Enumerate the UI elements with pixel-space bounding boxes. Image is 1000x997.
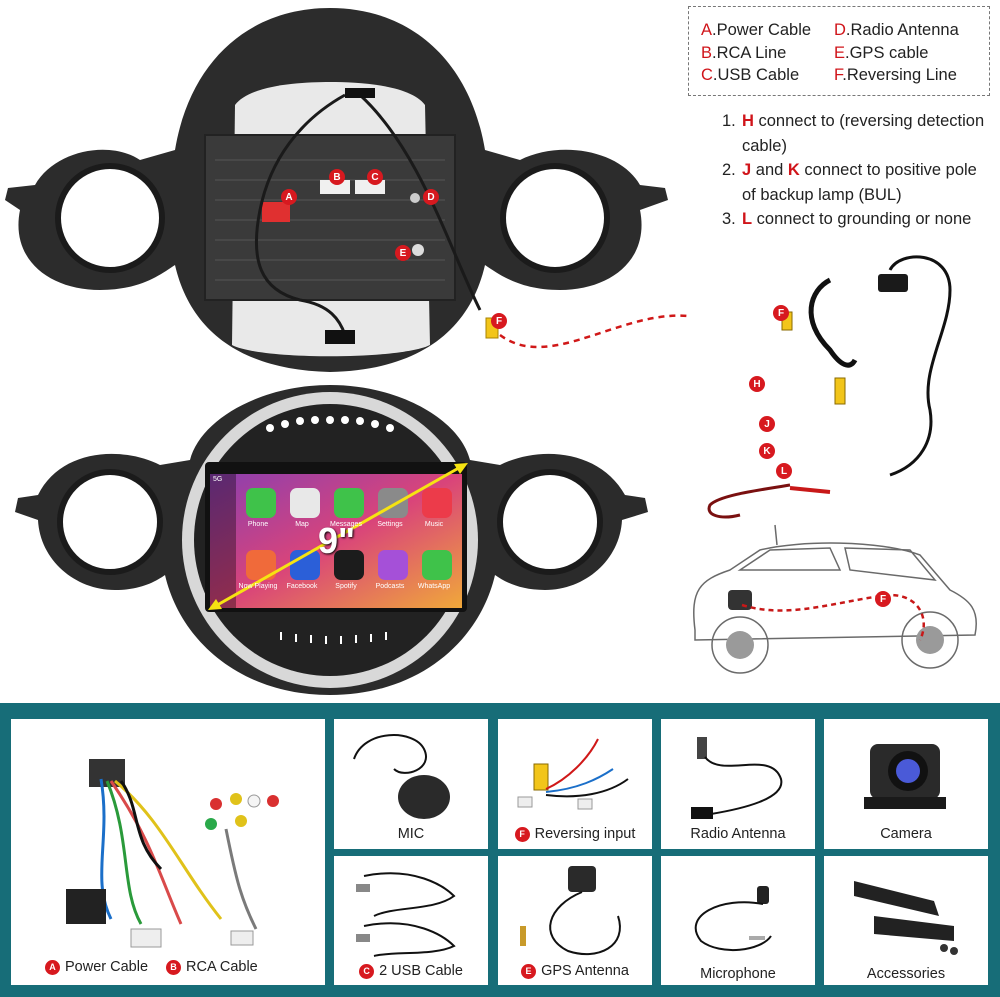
label-camera: Camera [880,826,932,842]
badge-gps: E [521,963,537,979]
card-camera: Camera [824,719,988,849]
badge-usb: C [359,963,375,979]
microphone-image [694,886,772,952]
front-left-gauge-hole [60,472,160,572]
badge-power: A [45,959,60,975]
carplay-sidebar [210,474,236,608]
brackets-image [854,881,958,955]
badge-l: L [776,463,792,479]
wiring-notes: 1. H connect to (reversing detection cab… [722,109,992,232]
app-icons-row1 [246,488,452,518]
badge-reversing: F [514,826,530,842]
badge-d: D [423,189,439,205]
badge-car-f: F [875,591,891,607]
app-map: Map [295,521,309,528]
label-usb-cable: C 2 USB Cable [334,963,488,979]
antenna-port [410,193,420,203]
unit-chassis [204,134,456,301]
app-music: Music [424,521,444,528]
card-radio-antenna: Radio Antenna [661,719,815,849]
badge-k: K [759,443,775,459]
gps-antenna-image [520,866,621,956]
head-unit-illustration [5,8,690,695]
app-spotify: Spotify [335,583,357,590]
legend-column-right: D.Radio Antenna E.GPS cable F.Reversing … [834,19,959,87]
card-reversing-input: F Reversing input [498,719,652,849]
app-podcasts: Podcasts [375,583,405,590]
badge-camera-f: F [773,305,789,321]
label-mic: MIC [397,826,425,842]
card-microphone: Microphone [661,856,815,985]
legend-item-a: A.Power Cable [701,21,812,39]
card-gps-antenna: E GPS Antenna [498,856,652,985]
note-2: 2. J and K connect to positive pole of b… [722,161,977,204]
reversing-input-image [517,738,629,810]
card-power-rca: A Power Cable B RCA Cable [11,719,325,985]
app-whatsapp: WhatsApp [417,583,451,590]
label-rca-cable: B RCA Cable [166,959,258,975]
note-3: 3. L connect to grounding or none [722,210,972,228]
legend-item-b: B.RCA Line [701,43,787,62]
app-labels-row2: Now Playing Facebook Spotify Podcasts Wh… [236,583,466,590]
car-rear-camera [728,590,752,610]
app-facebook: Facebook [286,583,318,590]
camera-rca-plug-2 [834,377,846,405]
screen-size-arrow [211,463,465,610]
reversing-route-line [499,314,690,349]
legend-column-left: A.Power Cable B.RCA Line C.USB Cable [701,19,811,87]
camera-lens-icon [896,759,920,783]
card-mic: MIC [334,719,488,849]
app-messages: Messages [330,521,362,528]
camera-image [864,744,946,809]
label-power-cable: A Power Cable [45,959,148,975]
badge-h: H [749,376,765,392]
app-phone: Phone [247,521,269,528]
app-icons-row2 [246,550,452,580]
label-gps-antenna: E GPS Antenna [498,963,652,979]
card-usb-cable: C 2 USB Cable [334,856,488,985]
accessories-panel: A Power Cable B RCA Cable MIC F R [0,703,1000,997]
right-gauge-hole [503,166,607,270]
gps-port [412,244,424,256]
car-outline [693,524,977,674]
front-right-gauge-hole [500,472,600,572]
usb-cable-image [356,872,456,957]
mic-head-icon [398,775,450,819]
badge-f: F [491,313,507,329]
legend-item-e: E.GPS cable [834,43,929,62]
app-labels-row1: Phone Map Messages Settings Music [236,521,466,528]
badge-e: E [395,245,411,261]
legend-item-f: F.Reversing Line [834,66,957,84]
radio-antenna-image [691,737,783,819]
label-reversing-input: F Reversing input [498,826,652,842]
badge-a: A [281,189,297,205]
badge-j: J [759,416,775,432]
label-microphone: Microphone [700,966,776,982]
note-1: 1. H connect to (reversing detection cab… [722,112,985,155]
app-now-playing: Now Playing [238,583,278,590]
power-rca-labels: A Power Cable B RCA Cable [11,959,325,975]
app-settings: Settings [377,521,403,528]
badge-rca: B [166,959,182,975]
camera-and-car-illustration [693,255,977,674]
cable-legend: A.Power Cable B.RCA Line C.USB Cable D.R… [688,6,990,96]
card-accessories: Accessories [824,856,988,985]
car-cable-route [741,593,925,641]
screen-status-signal: 5G [213,476,223,483]
badge-c: C [367,169,383,185]
left-gauge-hole [58,166,162,270]
label-accessories: Accessories [866,966,946,982]
mic-image [353,734,450,819]
badge-b: B [329,169,345,185]
label-radio-antenna: Radio Antenna [690,826,786,842]
legend-item-c: C.USB Cable [701,66,800,84]
harness-image [66,759,279,948]
rca-connector [320,180,350,194]
power-connector [262,202,290,222]
backup-camera-body [878,274,908,292]
legend-item-d: D.Radio Antenna [834,21,959,39]
screen-size-label: 9" [318,520,356,561]
